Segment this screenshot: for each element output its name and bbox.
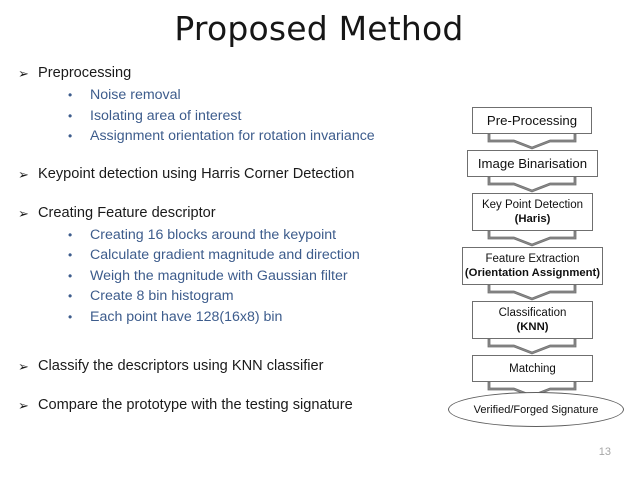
bullet-level2: • Create 8 bin histogram [18, 286, 428, 307]
bullet-level2-label: Weigh the magnitude with Gaussian filter [90, 267, 348, 284]
bullet-level1-label: Keypoint detection using Harris Corner D… [38, 165, 355, 182]
arrow-bullet-icon: ➢ [18, 66, 29, 81]
bullet-level2-label: Calculate gradient magnitude and directi… [90, 247, 360, 263]
bullet-level1: ➢ Creating Feature descriptor [18, 204, 428, 223]
chevron-down-arrow-icon [487, 338, 577, 355]
flow-node-sublabel: (Haris) [514, 213, 551, 225]
flow-arrow-down [486, 284, 578, 302]
flow-arrow-down [486, 338, 578, 356]
process-flowchart: Pre-Processing Image Binarisation Key Po… [438, 100, 634, 427]
bullet-level2: • Isolating area of interest [18, 106, 428, 127]
spacer [18, 378, 428, 396]
bullet-level1: ➢ Compare the prototype with the testing… [18, 396, 428, 415]
flow-node-label: Key Point Detection [481, 199, 583, 211]
bullet-level1-label: Classify the descriptors using KNN class… [38, 358, 324, 374]
flow-arrow-down [486, 133, 578, 151]
flow-node-verified-forged-signature[interactable]: Verified/Forged Signature [448, 392, 624, 427]
spacer [18, 186, 428, 204]
spacer [18, 327, 428, 357]
bullet-level2: • Creating 16 blocks around the keypoint [18, 225, 428, 246]
flow-node-classification[interactable]: Classification (KNN) [472, 301, 593, 339]
flow-node-label: Feature Extraction [485, 253, 580, 265]
bullet-level2-label: Creating 16 blocks around the keypoint [90, 226, 337, 243]
flow-node-image-binarisation[interactable]: Image Binarisation [467, 150, 598, 177]
chevron-down-arrow-icon [487, 230, 577, 247]
bullet-level2-label: Each point have 128(16x8) bin [90, 308, 283, 325]
bullet-level2-label: Noise removal [90, 87, 181, 103]
flow-arrow-down [486, 230, 578, 248]
flow-node-label: Verified/Forged Signature [473, 403, 599, 416]
flow-node-label: Matching [509, 362, 556, 375]
dot-bullet-icon: • [68, 129, 73, 143]
flow-node-sublabel: (KNN) [516, 321, 549, 333]
flow-node-feature-extraction[interactable]: Feature Extraction (Orientation Assignme… [462, 247, 603, 285]
arrow-bullet-icon: ➢ [18, 205, 29, 221]
flow-node-label: Pre-Processing [486, 112, 578, 128]
bullet-level1: ➢ Keypoint detection using Harris Corner… [18, 165, 428, 184]
sub-bullet-list: • Creating 16 blocks around the keypoint… [18, 225, 428, 328]
bullet-level1-label: Compare the prototype with the testing s… [38, 397, 353, 413]
chevron-down-arrow-icon [487, 133, 577, 150]
bullet-level1: ➢ Preprocessing [18, 64, 428, 83]
bullet-level1: ➢ Classify the descriptors using KNN cla… [18, 357, 428, 376]
dot-bullet-icon: • [68, 88, 73, 102]
bullet-level2: • Noise removal [18, 85, 428, 106]
bullet-level1-label: Preprocessing [38, 65, 132, 81]
dot-bullet-icon: • [68, 289, 73, 303]
flow-node-sublabel: (Orientation Assignment) [464, 267, 601, 279]
bullet-level2-label: Isolating area of interest [90, 107, 242, 124]
bullet-level2: • Weigh the magnitude with Gaussian filt… [18, 266, 428, 287]
flow-node-pre-processing[interactable]: Pre-Processing [472, 107, 592, 134]
flow-node-key-point-detection[interactable]: Key Point Detection (Haris) [472, 193, 593, 231]
dot-bullet-icon: • [68, 227, 73, 242]
bullet-level1-label: Creating Feature descriptor [38, 204, 216, 221]
chevron-down-arrow-icon [487, 176, 577, 193]
bullet-level2: • Each point have 128(16x8) bin [18, 307, 428, 328]
page-title: Proposed Method [174, 9, 464, 48]
chevron-down-arrow-icon [487, 284, 577, 301]
bullet-level2: • Assignment orientation for rotation in… [18, 126, 428, 147]
page-number: 13 [598, 446, 611, 458]
dot-bullet-icon: • [68, 108, 73, 123]
flow-node-matching[interactable]: Matching [472, 355, 593, 382]
bullet-content: ➢ Preprocessing • Noise removal • Isolat… [18, 64, 428, 417]
flow-arrow-down [486, 176, 578, 194]
dot-bullet-icon: • [68, 268, 73, 283]
spacer [18, 147, 428, 165]
flow-node-label: Image Binarisation [477, 155, 588, 171]
flow-node-label: Classification [498, 307, 567, 319]
arrow-bullet-icon: ➢ [18, 359, 29, 374]
arrow-bullet-icon: ➢ [18, 166, 29, 182]
dot-bullet-icon: • [68, 309, 73, 324]
arrow-bullet-icon: ➢ [18, 398, 29, 413]
dot-bullet-icon: • [68, 248, 73, 262]
bullet-level2-label: Assignment orientation for rotation inva… [90, 128, 375, 144]
sub-bullet-list: • Noise removal • Isolating area of inte… [18, 85, 428, 147]
bullet-level2: • Calculate gradient magnitude and direc… [18, 245, 428, 266]
bullet-level2-label: Create 8 bin histogram [90, 288, 234, 304]
